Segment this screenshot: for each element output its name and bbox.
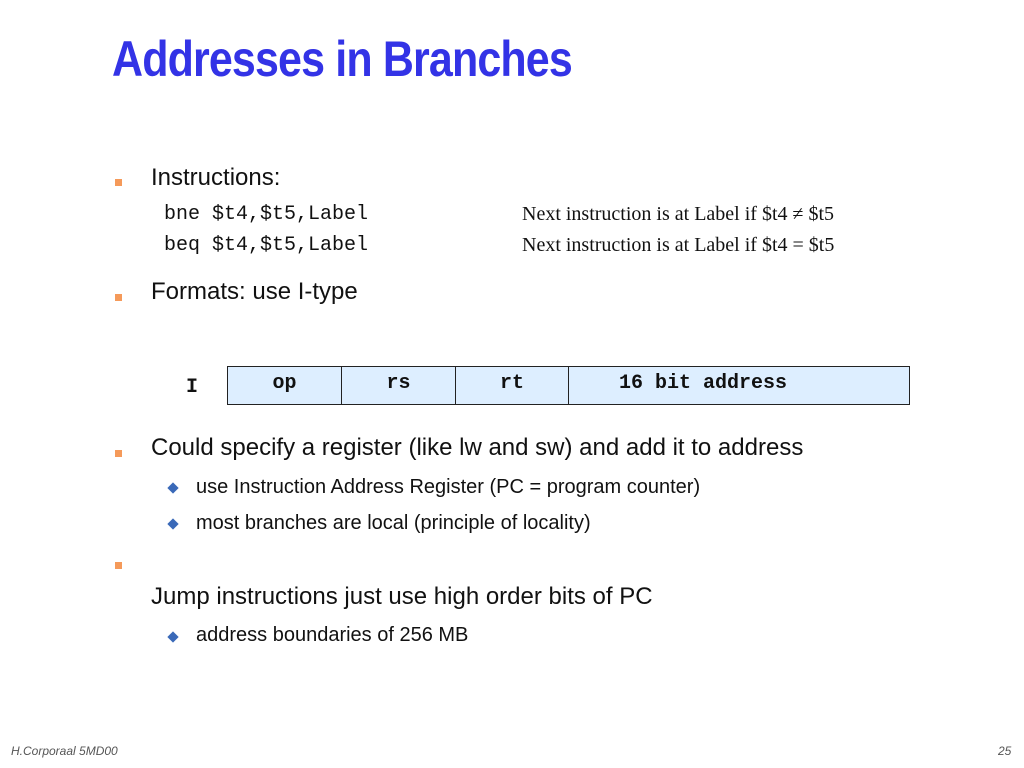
sub-bullet-pc: use Instruction Address Register (PC = p… [196,476,701,498]
bullet-jump: Jump instructions just use high order bi… [151,583,653,610]
bullet-diamond-icon [167,482,179,494]
bullet-square-icon [115,562,122,569]
bullet-square-icon [115,179,122,186]
format-field-rt: rt [456,367,569,404]
bullet-diamond-icon [167,631,179,643]
bullet-instructions: Instructions: [151,164,281,191]
bullet-square-icon [115,450,122,457]
sub-bullet-boundaries: address boundaries of 256 MB [196,624,469,646]
slide-title: Addresses in Branches [112,31,573,87]
bullet-register: Could specify a register (like lw and sw… [151,434,804,461]
bullet-diamond-icon [167,518,179,530]
footer-page-number: 25 [998,744,1012,758]
format-field-address: 16 bit address [619,372,788,395]
bullet-formats: Formats: use I-type [151,278,358,305]
format-field-op: op [228,367,342,404]
itype-format-table: op rs rt 16 bit address [227,366,910,405]
format-label: I [186,376,199,399]
bullet-square-icon [115,294,122,301]
footer-author: H.Corporaal 5MD00 [11,744,118,758]
code-beq: beq $t4,$t5,Label [164,234,369,257]
sub-bullet-locality: most branches are local (principle of lo… [196,512,591,534]
desc-bne: Next instruction is at Label if $t4 ≠ $t… [522,203,835,225]
desc-beq: Next instruction is at Label if $t4 = $t… [522,234,835,256]
format-field-rs: rs [342,367,456,404]
code-bne: bne $t4,$t5,Label [164,203,369,226]
